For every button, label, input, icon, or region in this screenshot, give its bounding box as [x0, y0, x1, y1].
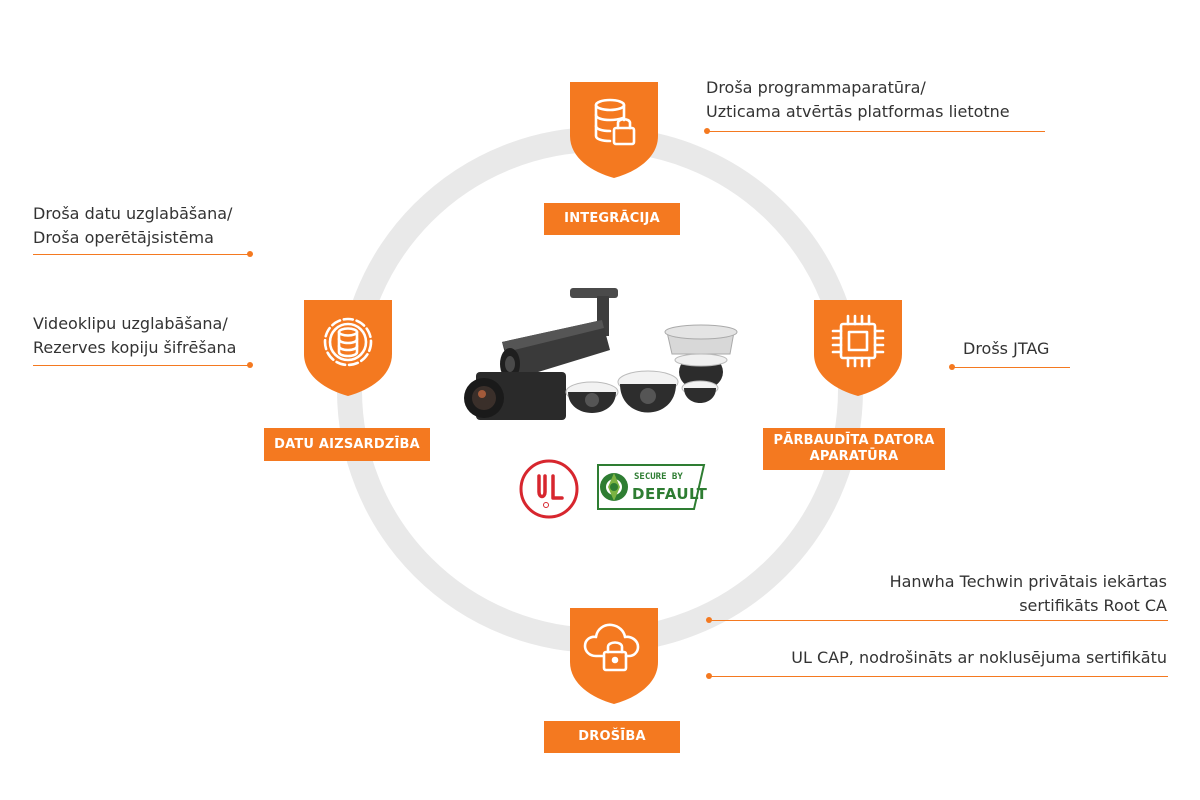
ul-logo	[518, 458, 580, 520]
cloud-lock-icon	[570, 608, 658, 704]
leader-ulcap	[709, 676, 1168, 677]
sbd-line2: DEFAULT	[632, 485, 708, 503]
label-datu-aizsardziba: DATU AIZSARDZĪBA	[264, 428, 430, 461]
dot-storage	[247, 251, 253, 257]
leader-storage	[33, 254, 249, 255]
note-jtag: Drošs JTAG	[963, 339, 1050, 358]
shield-datu-aizsardziba	[300, 296, 396, 398]
label-aparatura: PĀRBAUDĪTA DATORA APARATŪRA	[763, 428, 945, 470]
note-storage: Droša datu uzglabāšana/ Droša operētājsi…	[33, 204, 233, 247]
label-drosiba: DROŠĪBA	[544, 721, 680, 753]
label-integracija: INTEGRĀCIJA	[544, 203, 680, 235]
leader-rootca	[709, 620, 1168, 621]
leader-firmware	[707, 131, 1045, 132]
note-ulcap: UL CAP, nodrošināts ar noklusējuma serti…	[791, 648, 1167, 667]
shield-integracija	[566, 78, 662, 180]
leader-clips	[33, 365, 249, 366]
chip-icon	[814, 300, 902, 396]
dot-ulcap	[706, 673, 712, 679]
note-rootca: Hanwha Techwin privātais iekārtas sertif…	[889, 572, 1167, 615]
dot-firmware	[704, 128, 710, 134]
secure-by-default-logo: SECURE BY DEFAULT	[594, 463, 708, 511]
note-clips: Videoklipu uzglabāšana/ Rezerves kopiju …	[33, 314, 237, 357]
shield-aparatura	[810, 296, 906, 398]
leader-jtag	[952, 367, 1070, 368]
dot-clips	[247, 362, 253, 368]
shield-drosiba	[566, 604, 662, 706]
database-lock-icon	[570, 82, 658, 178]
note-firmware: Droša programmaparatūra/ Uzticama atvērt…	[706, 78, 1010, 121]
dot-rootca	[706, 617, 712, 623]
dot-jtag	[949, 364, 955, 370]
camera-product-image	[462, 280, 752, 440]
database-gear-icon	[304, 300, 392, 396]
sbd-line1: SECURE BY	[634, 472, 683, 482]
